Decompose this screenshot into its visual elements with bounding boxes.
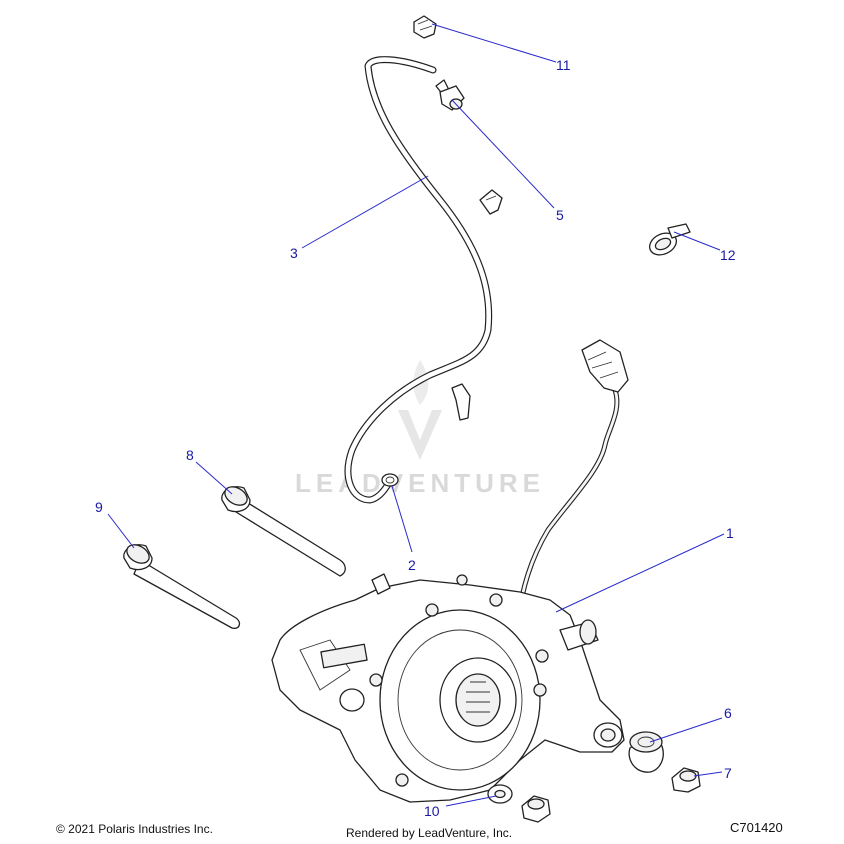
part-11-fitting[interactable] [413, 15, 437, 39]
flange-nut[interactable] [521, 795, 551, 823]
leader-lines [107, 23, 725, 807]
callout-5[interactable]: 5 [556, 207, 564, 223]
watermark: LEADVENTURE [295, 360, 545, 498]
callout-6[interactable]: 6 [724, 705, 732, 721]
rendered-by-text: Rendered by LeadVenture, Inc. [346, 826, 513, 840]
callout-9[interactable]: 9 [95, 499, 103, 515]
hose-clip[interactable] [479, 189, 503, 215]
part-12-clamp[interactable] [646, 223, 691, 259]
gearcase-label-plate [320, 643, 368, 669]
callout-2[interactable]: 2 [408, 557, 416, 573]
watermark-logo-icon [398, 410, 442, 460]
part-6-bushing[interactable] [628, 731, 664, 773]
part-1-gearcase[interactable] [271, 573, 625, 803]
drawing-id: C701420 [730, 820, 783, 835]
callout-3[interactable]: 3 [290, 245, 298, 261]
part-2-clamp[interactable] [381, 473, 399, 487]
callout-10[interactable]: 10 [424, 803, 440, 819]
part-9-bolt[interactable] [123, 541, 241, 629]
callout-8[interactable]: 8 [186, 447, 194, 463]
copyright-text: © 2021 Polaris Industries Inc. [56, 822, 213, 836]
part-3-hose[interactable] [344, 56, 493, 504]
callout-7[interactable]: 7 [724, 765, 732, 781]
callout-12[interactable]: 12 [720, 247, 736, 263]
part-8-bolt[interactable] [221, 483, 346, 577]
part-7-nut[interactable] [671, 767, 701, 793]
watermark-text: LEADVENTURE [295, 468, 545, 498]
callout-1[interactable]: 1 [726, 525, 734, 541]
small-bracket[interactable] [451, 383, 471, 421]
callouts: 1 2 3 5 6 7 8 9 10 11 12 [95, 57, 736, 819]
part-10-washer[interactable] [487, 784, 513, 804]
part-5-breather[interactable] [435, 79, 465, 111]
callout-11[interactable]: 11 [556, 57, 571, 73]
sensor-connector[interactable] [581, 339, 629, 393]
